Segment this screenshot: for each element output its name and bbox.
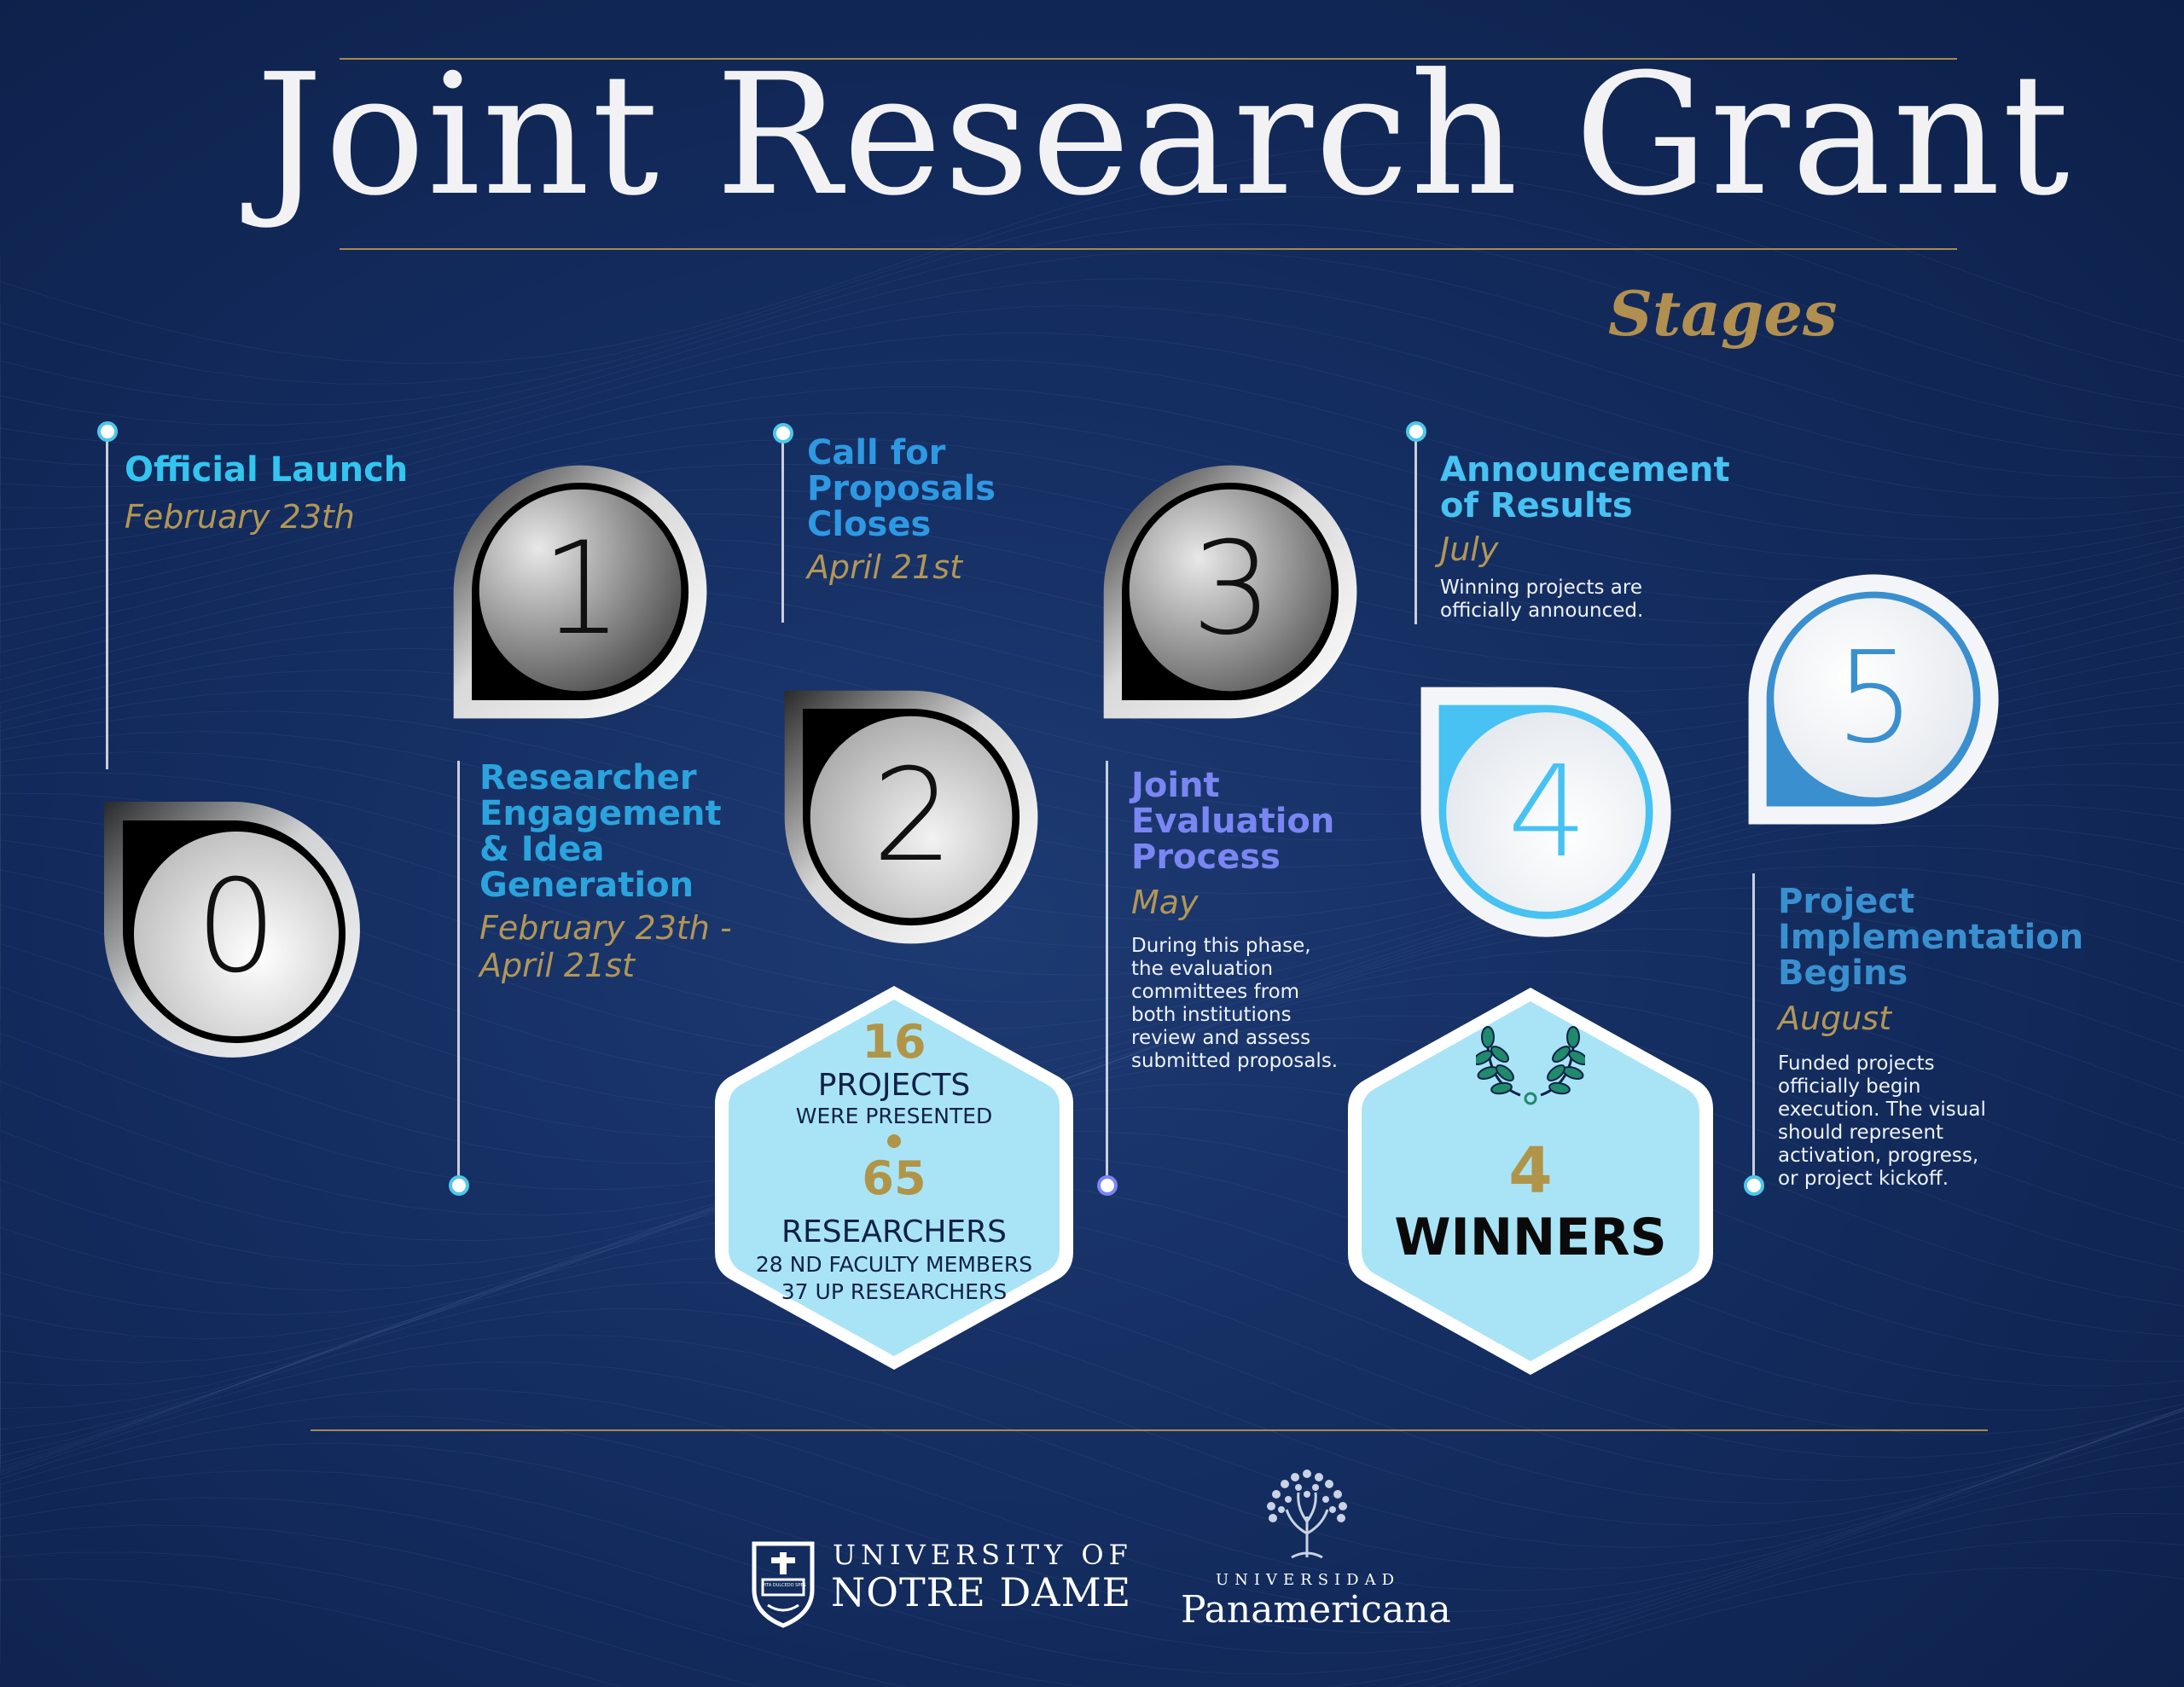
up-researchers-count: 37 UP RESEARCHERS: [781, 1279, 1008, 1304]
background-wave-line: [0, 1155, 2184, 1412]
page-title: Joint Research Grant: [256, 38, 2071, 233]
stage3-title: Joint Evaluation Process: [1131, 766, 1335, 877]
stage0-connector: [106, 432, 108, 769]
winners-count: 4: [1508, 1134, 1553, 1208]
stage4-description: Winning projects are officially announce…: [1440, 577, 1644, 622]
stage4-title: Announcement of Results: [1440, 450, 1730, 525]
projects-label: PROJECTS: [817, 1068, 971, 1103]
background-wave-line: [0, 1442, 2184, 1654]
stage4-badge: [1420, 687, 1671, 937]
stage2-connector: [781, 435, 784, 623]
stage4-connector-dot: [1406, 421, 1426, 442]
background-wave-line: [0, 251, 2184, 459]
stage3-number: 3: [1191, 515, 1273, 664]
stage1-number: 1: [541, 515, 623, 664]
stage0-date: February 23th: [125, 498, 355, 536]
background-wave-line: [0, 412, 2184, 583]
stage3-date: May: [1131, 884, 1199, 921]
background-wave-line: [0, 1485, 2184, 1687]
stage4-number: 4: [1507, 739, 1589, 885]
stage5-connector-dot: [1744, 1175, 1764, 1196]
background-wave-line: [0, 359, 2184, 541]
stage3-description: During this phase, the evaluation commit…: [1131, 935, 1339, 1072]
winners-label: WINNERS: [1394, 1208, 1667, 1267]
stage1-date: February 23th - April 21st: [479, 909, 732, 984]
background-wave-line: [0, 1307, 2184, 1549]
stage3-connector-dot: [1097, 1175, 1118, 1196]
background-wave-line: [0, 386, 2184, 561]
stage0-title: Official Launch: [125, 450, 409, 490]
stage3-badge: [1103, 465, 1357, 719]
stage2-date: April 21st: [807, 548, 962, 586]
background-wave-line: [0, 332, 2184, 519]
stage4-date: July: [1440, 530, 1499, 568]
up-logo-line1: UNIVERSIDAD: [1215, 1571, 1401, 1589]
stage5-date: August: [1778, 1000, 1891, 1037]
stage1-badge: [453, 465, 707, 719]
stats-hexagon: [715, 986, 1073, 1370]
title-top-rule: [340, 58, 1957, 60]
stage2-badge: [784, 690, 1038, 944]
stage0-number: 0: [195, 853, 277, 1001]
nd-shield-motto: VITA DULCEDO SPES: [762, 1583, 806, 1588]
stage5-number: 5: [1834, 624, 1916, 771]
stage0-badge: [104, 802, 360, 1058]
projects-count: 16: [862, 1015, 926, 1069]
stage5-title: Project Implementation Begins: [1778, 882, 2084, 993]
background-wave-line: [0, 1461, 2184, 1675]
stage3-connector: [1106, 761, 1108, 1184]
stage5-description: Funded projects officially begin executi…: [1778, 1052, 1986, 1190]
stage5-connector: [1752, 873, 1755, 1184]
background-wave-line: [0, 1388, 2184, 1613]
nd-logo-line1: UNIVERSITY OF: [833, 1539, 1133, 1571]
stage0-connector-dot: [97, 421, 118, 442]
background-wave-line: [0, 223, 2184, 436]
background-wave-line: [0, 1539, 2184, 1687]
background-wave-line: [0, 1204, 2184, 1458]
stage2-number: 2: [872, 742, 954, 890]
background-wave-line: [0, 1361, 2184, 1591]
background-wave-line: [0, 278, 2184, 479]
title-bottom-rule: [340, 248, 1957, 250]
nd-logo-line2: NOTRE DAME: [831, 1569, 1132, 1615]
background-wave-line: [0, 1179, 2184, 1435]
background-wave-line: [0, 1255, 2184, 1504]
stage5-badge: [1748, 574, 1999, 825]
researchers-label: RESEARCHERS: [781, 1215, 1008, 1249]
nd-faculty-count: 28 ND FACULTY MEMBERS: [755, 1252, 1033, 1277]
background-wave-line: [0, 169, 2184, 385]
background-wave-line: [0, 195, 2184, 409]
projects-sub: WERE PRESENTED: [795, 1104, 993, 1128]
page-subtitle: Stages: [1608, 277, 1838, 350]
background-wave-line: [0, 1334, 2184, 1570]
up-logo-line2: Panamericana: [1181, 1588, 1451, 1632]
stage2-title: Call for Proposals Closes: [807, 433, 996, 544]
researchers-count: 65: [862, 1151, 926, 1205]
background-wave-line: [0, 1512, 2184, 1687]
laurel-wreath-icon: [1476, 1026, 1585, 1105]
panamericana-tree-icon: [1267, 1470, 1347, 1559]
stage1-title: Researcher Engagement & Idea Generation: [479, 758, 722, 905]
background-wave-line: [0, 1567, 2184, 1687]
winners-hexagon: [1348, 988, 1713, 1375]
footer-rule: [311, 1429, 1988, 1431]
stats-separator-dot: [887, 1134, 901, 1148]
stage4-connector: [1414, 435, 1417, 624]
background-wave-line: [0, 142, 2184, 364]
stage1-connector-dot: [449, 1175, 469, 1196]
stage2-connector-dot: [773, 423, 793, 443]
background-wave-line: [0, 1281, 2184, 1527]
background-wave-line: [0, 304, 2184, 500]
background-wave-line: [0, 1415, 2184, 1633]
notre-dame-shield-icon: [752, 1541, 815, 1628]
stage1-connector: [457, 761, 460, 1184]
